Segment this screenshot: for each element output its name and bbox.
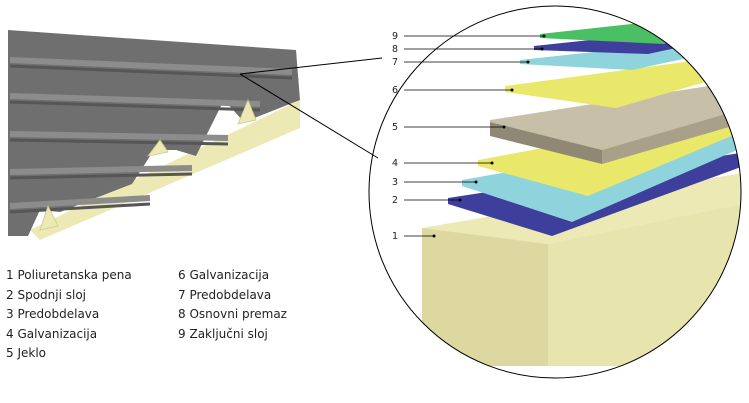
callout-3: 3: [392, 177, 398, 188]
magnifier-circle: [368, 5, 742, 379]
legend-item-7: 7 Predobdelava: [178, 287, 272, 302]
legend-item-3: 3 Predobdelava: [6, 307, 100, 321]
callout-7: 7: [392, 57, 398, 68]
panel-top-surface: [8, 30, 300, 236]
legend-item-6: 6 Galvanizacija: [178, 268, 270, 282]
legend-item-5: 5 Jeklo: [6, 346, 47, 360]
layer-1-foam-front: [422, 228, 548, 366]
layer-9-green: [540, 10, 741, 44]
magnifier-connectors: [239, 57, 383, 159]
callout-leaders: [404, 35, 544, 237]
panel-ribs: [9, 57, 293, 209]
callout-6: 6: [392, 85, 398, 96]
layer-stack-magnified: [422, 10, 741, 366]
callout-numbers: 9 8 7 6 5 4 3 2 1: [392, 31, 398, 242]
callout-5: 5: [392, 122, 398, 133]
callout-2: 2: [392, 195, 398, 206]
callout-4: 4: [392, 158, 398, 169]
legend-left: 1 Poliuretanska pena 2 Spodnji sloj 3 Pr…: [6, 266, 132, 364]
callout-dots: [432, 34, 546, 238]
layer-5-steel-side: [602, 104, 741, 164]
callout-1: 1: [392, 231, 398, 242]
legend-item-4: 4 Galvanizacija: [6, 326, 98, 341]
layer-5-steel-top: [490, 78, 741, 150]
layer-5-steel-edge: [490, 122, 602, 164]
legend-item-8: 8 Osnovni premaz: [178, 307, 287, 321]
callout-8: 8: [392, 44, 398, 55]
legend-item-2: 2 Spodnji sloj: [6, 287, 87, 302]
legend-right: 6 Galvanizacija 7 Predobdelava 8 Osnovni…: [178, 266, 287, 344]
legend-item-9: 9 Zaključni sloj: [178, 326, 268, 341]
legend-item-1: 1 Poliuretanska pena: [6, 268, 132, 282]
callout-9: 9: [392, 31, 398, 42]
panel-rib-shadows: [9, 64, 293, 214]
roof-panel-illustration: [8, 30, 300, 240]
panel-foam-peaks: [39, 98, 257, 231]
